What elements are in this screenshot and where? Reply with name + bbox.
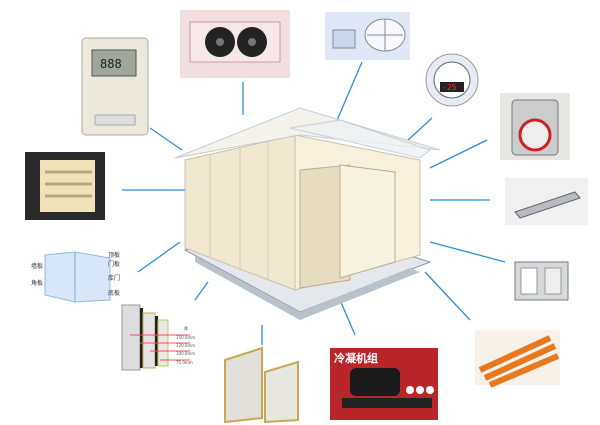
- defrost-timer-image: [500, 93, 570, 160]
- thermostat-display: 888: [100, 57, 122, 71]
- condensing-unit-label: 冷凝机组: [334, 351, 378, 365]
- temperature-gauge-image: -25: [425, 53, 479, 107]
- electric-control-box-image: [514, 261, 569, 301]
- label-bottom-panel: 底板: [108, 289, 120, 297]
- thickness-150: 150.0mm: [176, 335, 195, 340]
- label-door-panel: 门板: [108, 260, 120, 268]
- moisture-proof-lamp-image: [325, 12, 410, 60]
- label-corner-panel: 角板: [31, 279, 43, 287]
- evaporator-image: [180, 10, 290, 78]
- panel-structure-diagram: 顶板 门板 墙板 库门 角板 底板: [31, 251, 120, 303]
- cold-room: [174, 107, 441, 320]
- thickness-100: 100.0mm: [176, 351, 195, 356]
- label-top-panel: 顶板: [108, 251, 120, 259]
- door-handle-image: [505, 178, 588, 225]
- thickness-120: 120.0mm: [176, 343, 195, 348]
- gauge-display: -25: [442, 83, 457, 92]
- door-panel: [339, 164, 396, 279]
- roof-panels: [174, 107, 441, 159]
- heating-wire-image: [475, 330, 560, 388]
- condensing-unit-image: 冷凝机组: [330, 348, 438, 420]
- thickness-75: 75.0mm: [176, 360, 193, 365]
- label-wall-panel: 墙板: [31, 262, 43, 270]
- thickness-title: 厚: [184, 326, 188, 331]
- base-rails: [195, 256, 420, 320]
- connector-lines: [122, 61, 506, 345]
- pressure-balance-vent-image: [25, 152, 105, 220]
- thermostat-image: 888: [81, 37, 149, 136]
- label-cold-room-door: 库门: [108, 274, 120, 282]
- door-opening: [299, 164, 351, 289]
- panel-thickness-image: 厚 150.0mm 120.0mm 100.0mm 75.0mm: [121, 304, 195, 371]
- door-panels-image: [224, 346, 299, 424]
